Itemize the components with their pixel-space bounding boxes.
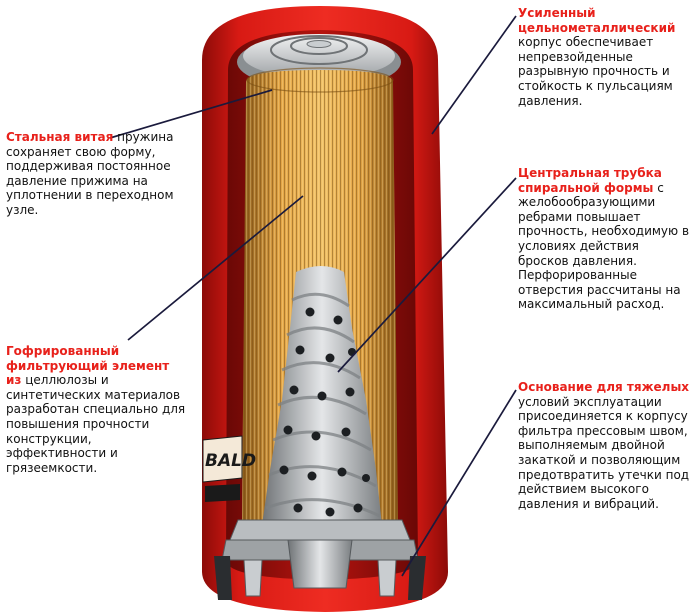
brand-text: BALD bbox=[205, 451, 256, 471]
callout-housing-title: Усиленный цельнометаллический bbox=[518, 6, 675, 35]
callout-central-tube-body: с желобообразующими ребрами повышает про… bbox=[518, 181, 689, 312]
leader-housing bbox=[432, 16, 516, 134]
callout-filter-element: Гофрированный фильтрующий элемент из цел… bbox=[6, 344, 186, 475]
callout-spring-title: Стальная витая bbox=[6, 130, 113, 144]
callout-base-title: Основание для тяжелых bbox=[518, 380, 689, 394]
callout-central-tube-title: Центральная трубка спиральной формы bbox=[518, 166, 662, 195]
callout-housing: Усиленный цельнометаллический корпус обе… bbox=[518, 6, 688, 108]
heavy-duty-base bbox=[214, 520, 426, 600]
callout-housing-body: корпус обеспечивает непревзойденные разр… bbox=[518, 35, 673, 107]
callout-base-body: условий эксплуатации присоединяется к ко… bbox=[518, 395, 689, 511]
callout-filter-element-body: целлюлозы и синтетических материалов раз… bbox=[6, 373, 185, 475]
callout-central-tube: Центральная трубка спиральной формы с же… bbox=[518, 166, 690, 312]
callout-base: Основание для тяжелых условий эксплуатац… bbox=[518, 380, 690, 511]
callout-spring: Стальная витая пружина сохраняет свою фо… bbox=[6, 130, 186, 218]
